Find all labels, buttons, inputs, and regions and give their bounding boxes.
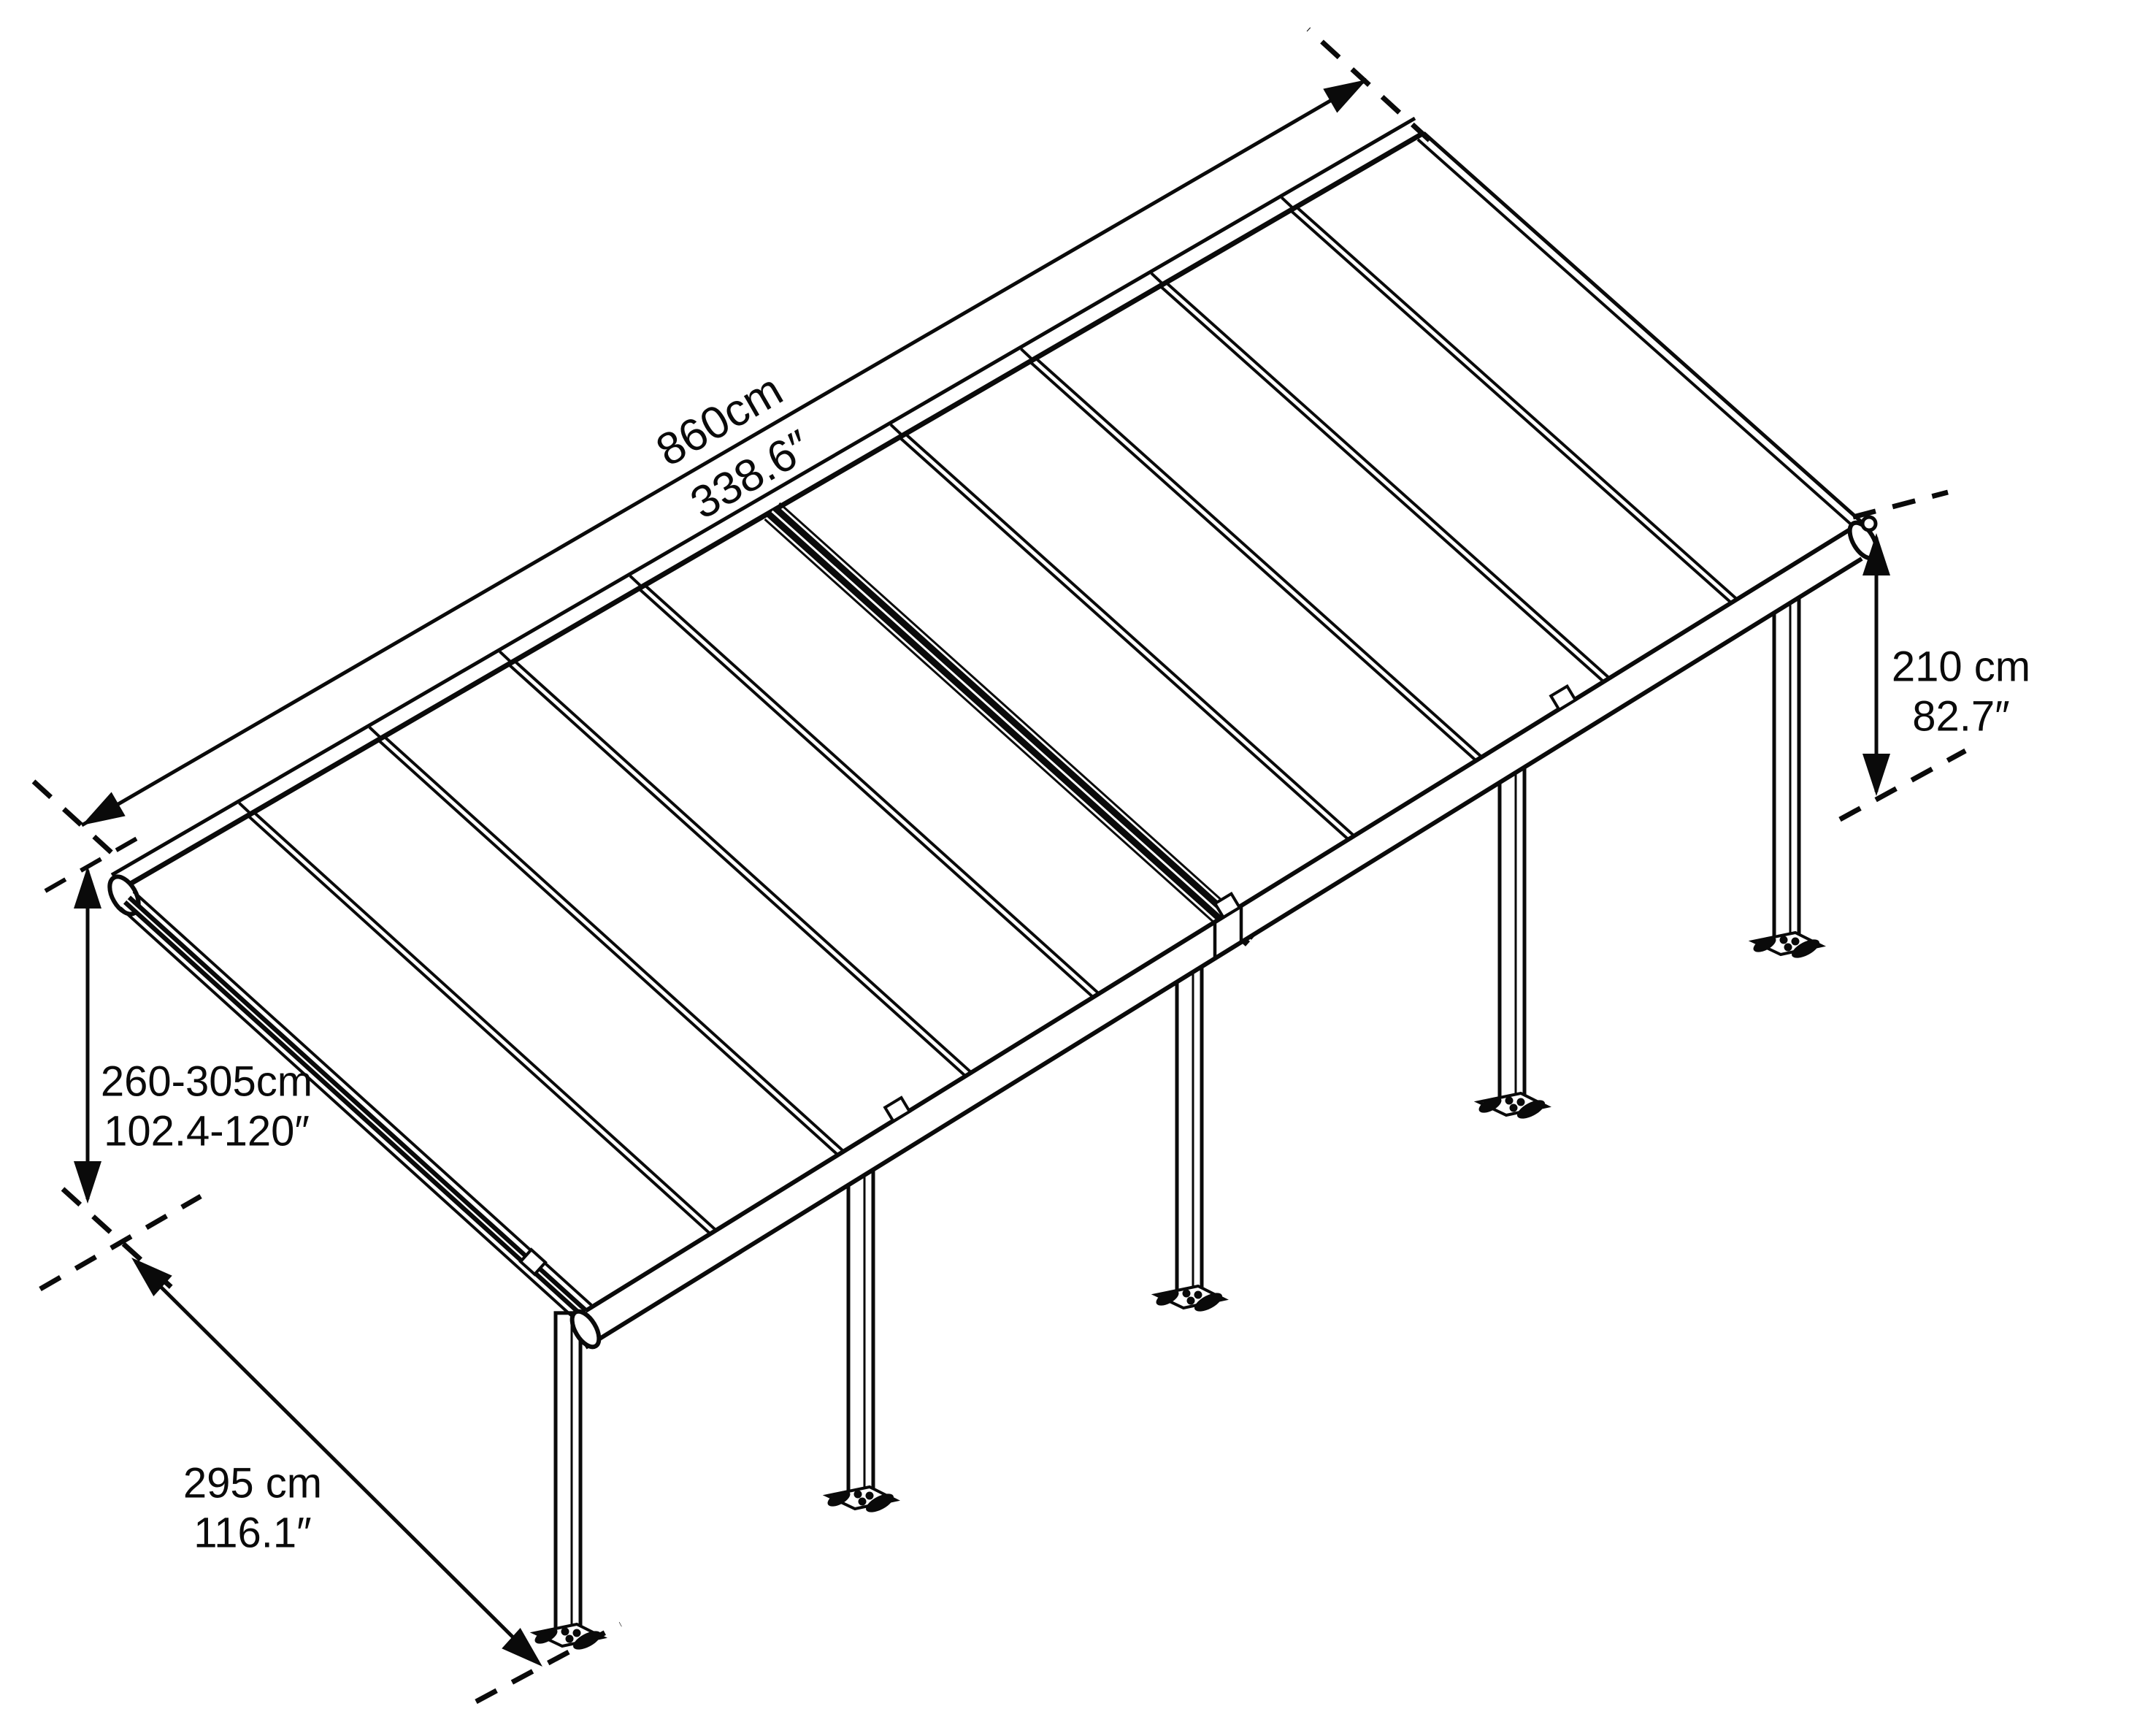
post-1 xyxy=(529,1311,607,1650)
gutter-left-end-cap xyxy=(569,1309,602,1350)
dimension-depth-imperial: 116.1″ xyxy=(193,1510,312,1557)
roof xyxy=(107,116,1879,1350)
dimension-label-front-height: 210 cm 82.7″ xyxy=(1892,643,2030,743)
dimension-back-height-260-305 xyxy=(39,832,202,1296)
gutter-end-pin xyxy=(1860,515,1878,532)
dimension-front-height-imperial: 82.7″ xyxy=(1912,693,2010,741)
roof-right-edge xyxy=(1416,131,1863,530)
post-base-plate-1 xyxy=(529,1622,607,1650)
connector-clip-2 xyxy=(1213,892,1242,919)
support-posts xyxy=(529,558,1826,1650)
post-3 xyxy=(1151,927,1229,1312)
post-base-plate-4 xyxy=(1473,1091,1551,1119)
post-base-plate-2 xyxy=(822,1485,900,1512)
dimension-back-height-imperial: 102.4-120″ xyxy=(104,1108,310,1155)
dimension-depth-metric: 295 cm xyxy=(183,1459,323,1507)
roof-section-joint-rafter xyxy=(764,502,1257,946)
dimension-annotations xyxy=(31,27,1967,1705)
dimension-back-height-metric: 260-305cm xyxy=(100,1057,313,1106)
post-4 xyxy=(1473,727,1551,1119)
dimension-length-860 xyxy=(31,27,1432,860)
post-base-plate-3 xyxy=(1151,1284,1229,1312)
dimension-label-depth: 295 cm 116.1″ xyxy=(183,1459,322,1559)
dimension-label-back-height: 260-305cm 102.4-120″ xyxy=(101,1057,312,1158)
connector-clip-1 xyxy=(883,1095,912,1124)
post-2 xyxy=(822,1130,900,1512)
connector-clip-4 xyxy=(518,1247,548,1277)
gutter-joint-sleeve xyxy=(1213,906,1243,959)
roof-left-edge xyxy=(119,890,593,1323)
connector-clip-3 xyxy=(1549,684,1578,712)
roof-rafters xyxy=(238,196,1754,1250)
post-base-plate-5 xyxy=(1748,930,1826,958)
dimension-depth-295 xyxy=(131,1258,622,1705)
dimension-front-height-metric: 210 cm xyxy=(1891,643,2031,691)
dimension-front-height-210 xyxy=(1838,489,1967,822)
